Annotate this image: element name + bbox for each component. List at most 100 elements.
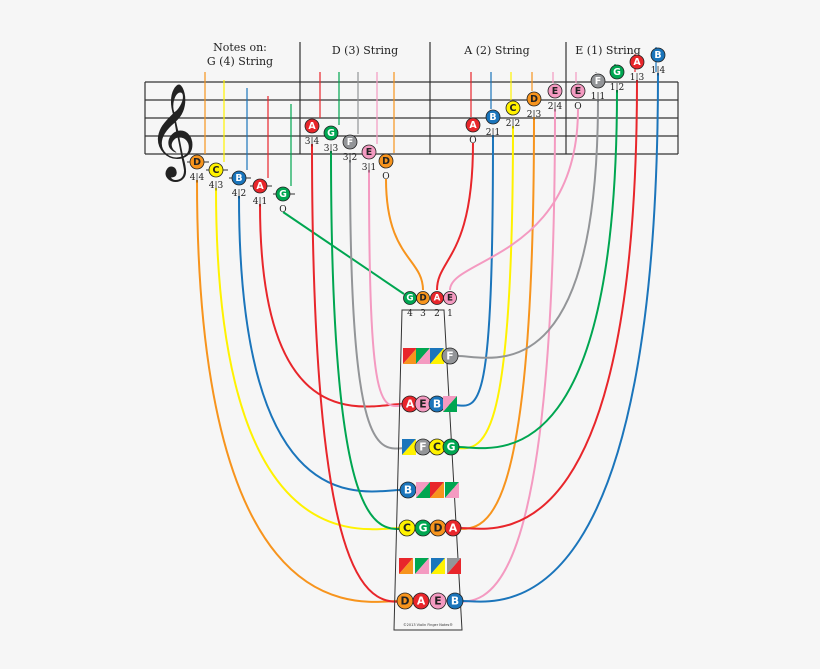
note-connector-curve xyxy=(311,143,414,603)
note-circle xyxy=(412,592,430,610)
note-letter: G xyxy=(613,67,621,78)
finger-label: 3|1 xyxy=(362,163,376,173)
note-letter: E xyxy=(552,86,558,97)
fingerboard-note: A xyxy=(444,519,462,537)
note-connector-curve xyxy=(238,195,401,493)
fingerboard-note: E xyxy=(414,395,432,413)
staff-note: G xyxy=(323,125,339,141)
note-circle xyxy=(465,117,481,133)
note-letter: G xyxy=(327,128,335,139)
connector-curves xyxy=(196,47,659,603)
staff-note: F xyxy=(342,134,358,150)
note-letter: G xyxy=(419,521,428,534)
staff-note: A xyxy=(252,178,268,194)
string-number: 3 xyxy=(420,309,426,319)
square-half xyxy=(443,396,457,412)
note-letter: F xyxy=(595,76,601,87)
note-letter: D xyxy=(419,294,426,304)
note-circle xyxy=(547,83,563,99)
staff-note: D xyxy=(526,91,542,107)
chromatic-square xyxy=(430,482,444,498)
finger-label: 4|4 xyxy=(190,173,205,183)
note-circle xyxy=(442,438,460,456)
note-connector-curve xyxy=(282,211,405,295)
fingerboard-note: E xyxy=(429,592,447,610)
note-connector-curve xyxy=(368,169,416,408)
music-staff xyxy=(144,42,679,155)
fingerboard-note: G xyxy=(442,438,460,456)
fingerboard-note: D xyxy=(396,592,414,610)
staff-note: C xyxy=(208,162,224,178)
staff-note: E xyxy=(361,144,377,160)
chromatic-square xyxy=(447,558,461,574)
note-circle xyxy=(444,519,462,537)
note-letter: E xyxy=(575,86,581,97)
note-connector-curve xyxy=(460,79,638,530)
finger-label: 1|1 xyxy=(591,92,605,102)
string-number: 2 xyxy=(434,309,440,319)
string-headers: Notes on: G (4) String D (3) String A (2… xyxy=(207,41,641,68)
staff-note: A xyxy=(304,118,320,134)
square-half xyxy=(415,558,429,574)
note-circle xyxy=(505,100,521,116)
note-letter: A xyxy=(406,397,415,410)
note-letter: C xyxy=(510,103,517,114)
note-letter: B xyxy=(404,483,412,496)
square-half xyxy=(445,482,459,498)
string-number: 4 xyxy=(407,309,413,319)
note-letter: A xyxy=(633,57,641,68)
finger-label: O xyxy=(469,136,476,146)
finger-label: 3|3 xyxy=(324,144,339,154)
note-letter: D xyxy=(193,157,201,168)
note-letter: D xyxy=(530,94,538,105)
note-circle xyxy=(323,125,339,141)
square-half xyxy=(416,482,430,498)
note-letter: D xyxy=(434,521,443,534)
finger-label: 3|4 xyxy=(305,137,320,147)
note-letter: E xyxy=(447,294,453,304)
note-circle xyxy=(429,592,447,610)
note-letter: D xyxy=(382,156,390,167)
open-string-note: A xyxy=(430,291,444,305)
a-string-header: A (2) String xyxy=(463,44,529,57)
note-connector-curve xyxy=(458,89,618,450)
note-letter: F xyxy=(347,137,353,148)
staff-note: C xyxy=(505,100,521,116)
staff-note: A xyxy=(465,117,481,133)
square-half xyxy=(416,348,430,364)
fingerboard-note: G xyxy=(414,519,432,537)
note-connector-curve xyxy=(215,187,400,531)
chromatic-square xyxy=(415,558,429,574)
staff-note: E xyxy=(570,83,586,99)
finger-label: 1|4 xyxy=(651,66,666,76)
note-circle xyxy=(231,170,247,186)
chromatic-square xyxy=(402,439,416,455)
finger-label: 4|2 xyxy=(232,189,246,199)
square-half xyxy=(430,482,444,498)
staff-note: G xyxy=(609,64,625,80)
staff-note: B xyxy=(231,170,247,186)
note-letter: B xyxy=(451,594,459,607)
note-circle xyxy=(590,73,606,89)
note-circle xyxy=(378,153,394,169)
finger-label: 2|2 xyxy=(506,119,520,129)
finger-label: O xyxy=(279,205,286,215)
note-circle xyxy=(443,291,457,305)
note-connector-curve xyxy=(196,179,398,603)
note-circle xyxy=(361,144,377,160)
note-letter: D xyxy=(401,594,410,607)
finger-label: 4|3 xyxy=(209,181,224,191)
chromatic-square xyxy=(430,348,444,364)
chromatic-square xyxy=(399,558,413,574)
note-circle xyxy=(609,64,625,80)
string-number: 1 xyxy=(447,309,453,319)
note-letter: B xyxy=(489,112,496,123)
note-letter: B xyxy=(235,173,242,184)
chromatic-square xyxy=(403,348,417,364)
note-circle xyxy=(252,178,268,194)
note-connector-curve xyxy=(457,98,599,359)
note-circle xyxy=(526,91,542,107)
chromatic-square xyxy=(445,482,459,498)
note-letter: C xyxy=(433,440,441,453)
